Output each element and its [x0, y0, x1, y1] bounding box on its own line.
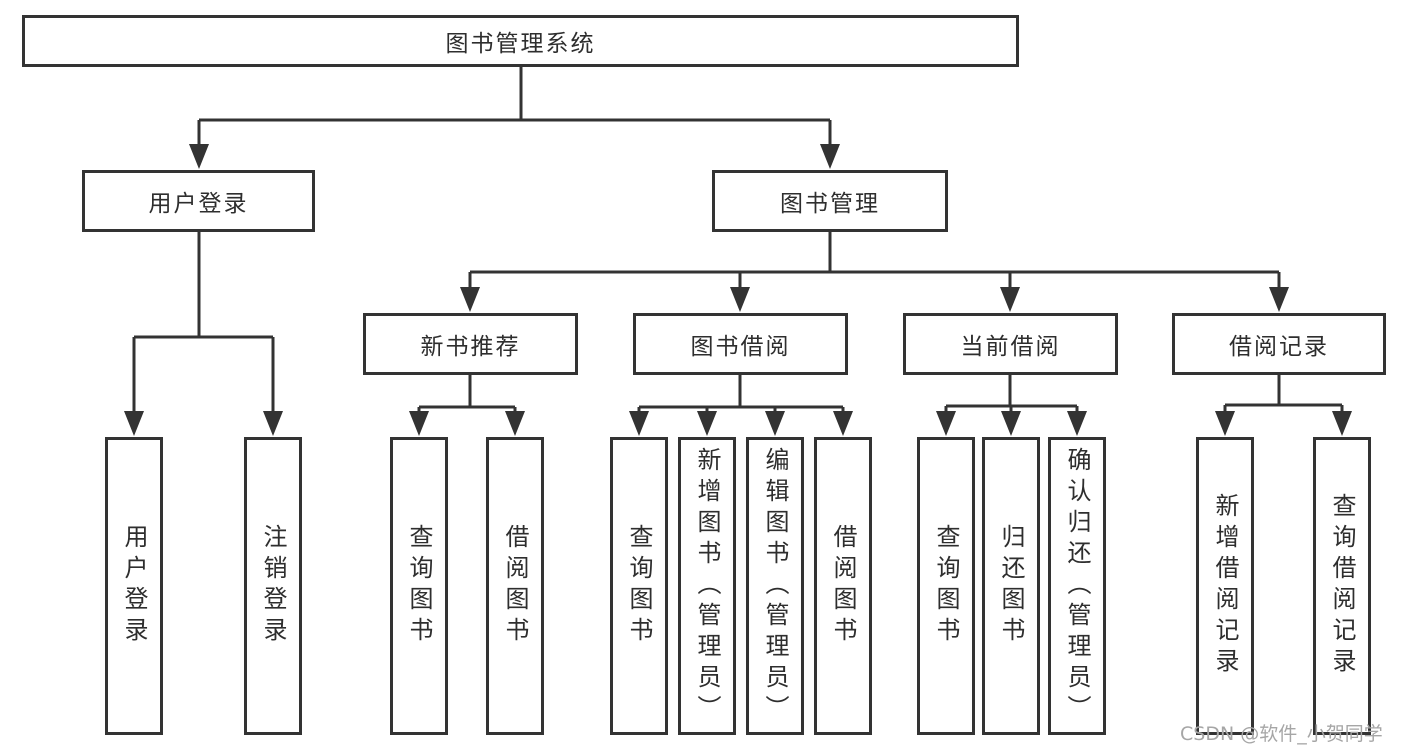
- node-label: 图书管理: [780, 191, 880, 217]
- arrowhead: [833, 411, 853, 436]
- leaf-label: 查询借阅记录: [1328, 493, 1356, 679]
- leaf-label: 确认归还（管理员）: [1063, 446, 1091, 726]
- arrowhead: [263, 411, 283, 436]
- arrowhead: [189, 144, 209, 169]
- node-book-borrow: 图书借阅: [633, 313, 848, 375]
- leaf-label: 编辑图书（管理员）: [761, 446, 789, 726]
- arrowhead: [505, 411, 525, 436]
- leaf-query-books: 查询图书: [610, 437, 668, 735]
- node-label: 新书推荐: [420, 334, 521, 360]
- leaf-label: 用户登录: [120, 524, 148, 648]
- leaf-borrow-books: 借阅图书: [814, 437, 872, 735]
- arrowheads: [124, 144, 1352, 436]
- leaf-label: 新增借阅记录: [1211, 493, 1239, 679]
- connector-book-mgmt-to-level3: [468, 232, 1281, 289]
- arrowhead: [629, 411, 649, 436]
- leaf-label: 查询图书: [932, 524, 960, 648]
- arrowhead: [820, 144, 840, 169]
- node-book-management: 图书管理: [712, 170, 948, 232]
- arrowhead: [460, 287, 480, 312]
- arrowhead: [409, 411, 429, 436]
- csdn-watermark: CSDN @软件_小贺同学: [1180, 723, 1383, 745]
- node-user-login: 用户登录: [82, 170, 315, 232]
- leaf-label: 借阅图书: [829, 524, 857, 648]
- arrowhead: [124, 411, 144, 436]
- leaf-label: 查询图书: [625, 524, 653, 648]
- node-label: 图书管理系统: [445, 31, 596, 57]
- leaf-label: 借阅图书: [501, 524, 529, 648]
- arrowhead: [1067, 411, 1087, 436]
- node-label: 当前借阅: [960, 334, 1061, 360]
- node-borrow-records: 借阅记录: [1172, 313, 1386, 375]
- leaf-add-book-admin: 新增图书（管理员）: [678, 437, 736, 735]
- leaf-query-books: 查询图书: [917, 437, 975, 735]
- node-new-book-recommend: 新书推荐: [363, 313, 578, 375]
- leaf-label: 注销登录: [259, 524, 287, 648]
- arrowhead: [1332, 411, 1352, 436]
- arrowhead: [1215, 411, 1235, 436]
- leaf-return-book: 归还图书: [982, 437, 1040, 735]
- leaf-query-borrow-record: 查询借阅记录: [1313, 437, 1371, 735]
- leaf-user-login: 用户登录: [105, 437, 163, 735]
- leaf-edit-book-admin: 编辑图书（管理员）: [746, 437, 804, 735]
- arrowhead: [697, 411, 717, 436]
- connector-user-login-to-leaves: [132, 232, 275, 413]
- leaf-label: 查询图书: [405, 524, 433, 648]
- leaf-logout: 注销登录: [244, 437, 302, 735]
- leaf-query-books: 查询图书: [390, 437, 448, 735]
- node-label: 借阅记录: [1229, 334, 1329, 360]
- leaf-label: 新增图书（管理员）: [693, 446, 721, 726]
- leaf-add-borrow-record: 新增借阅记录: [1196, 437, 1254, 735]
- arrowhead: [765, 411, 785, 436]
- arrowhead: [1001, 411, 1021, 436]
- leaf-borrow-books: 借阅图书: [486, 437, 544, 735]
- arrowhead: [1000, 287, 1020, 312]
- leaf-label: 归还图书: [997, 524, 1025, 648]
- node-label: 图书借阅: [690, 334, 791, 360]
- arrowhead: [1269, 287, 1289, 312]
- connector-book-borrow-to-leaves: [637, 375, 845, 413]
- arrowhead: [730, 287, 750, 312]
- connector-borrow-records-to-leaves: [1223, 375, 1344, 413]
- node-library-system: 图书管理系统: [22, 15, 1019, 67]
- leaf-confirm-return-admin: 确认归还（管理员）: [1048, 437, 1106, 735]
- connector-current-borrow-to-leaves: [944, 375, 1079, 413]
- connector-new-book-to-leaves: [417, 375, 517, 413]
- node-current-borrow: 当前借阅: [903, 313, 1118, 375]
- arrowhead: [936, 411, 956, 436]
- connector-root-to-level2: [197, 67, 832, 146]
- node-label: 用户登录: [148, 191, 249, 217]
